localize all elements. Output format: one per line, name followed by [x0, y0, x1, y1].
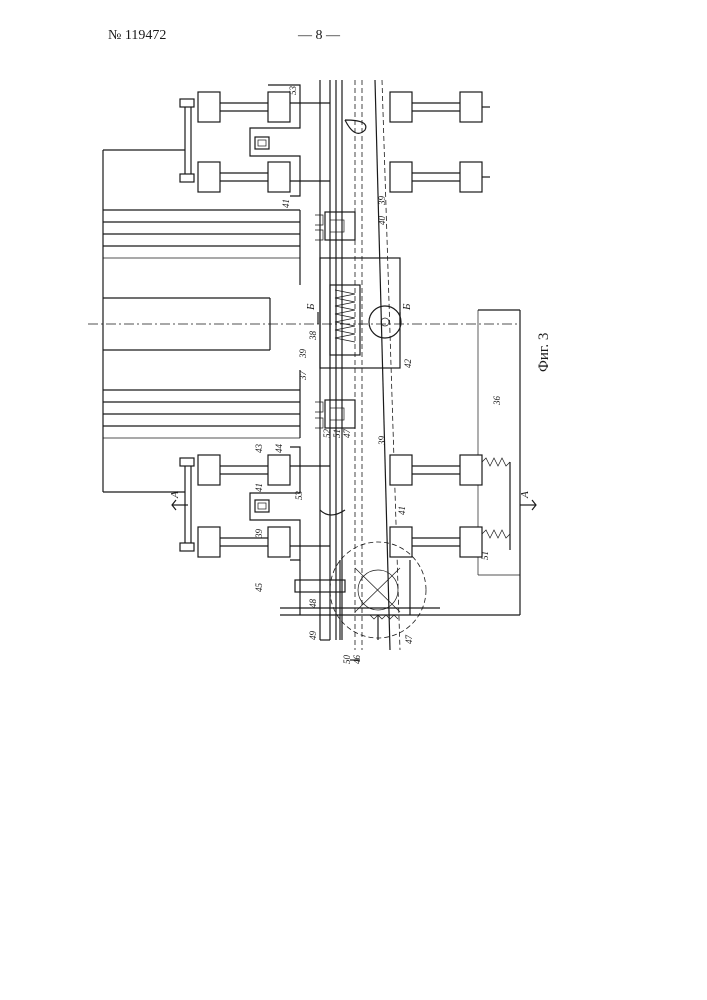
label-51-mid: 51	[332, 429, 342, 438]
label-47-mid: 47	[342, 429, 352, 439]
label-53-top: 53	[288, 86, 298, 96]
label-39-mid: 39	[298, 349, 308, 360]
label-49: 49	[308, 631, 318, 641]
label-41-top: 41	[281, 199, 291, 208]
guide-rails	[320, 80, 400, 650]
figure-caption: Фиг. 3	[536, 333, 552, 372]
top-bracket-assembly	[180, 85, 330, 196]
label-53-bottom: 53	[294, 491, 304, 501]
label-39-top: 39	[377, 196, 387, 207]
label-39-bottom: 39	[254, 529, 264, 540]
section-mark-b-right: Б	[401, 303, 413, 311]
spring-mechanism	[315, 120, 401, 515]
label-52: 52	[322, 429, 332, 439]
label-36: 36	[492, 396, 502, 407]
section-mark-a-top: A	[169, 491, 181, 499]
label-46: 46	[352, 655, 362, 665]
section-mark-a-bottom: A	[519, 491, 531, 499]
label-43: 43	[254, 444, 264, 454]
label-45: 45	[254, 583, 264, 593]
section-line	[88, 312, 520, 324]
label-41-bottom: 41	[397, 506, 407, 515]
label-38: 38	[308, 331, 318, 342]
section-mark-b-left: Б	[305, 303, 317, 311]
label-41-mid: 41	[254, 483, 264, 492]
label-44: 44	[274, 444, 284, 454]
label-51-bottom: 51	[480, 551, 490, 560]
label-40: 40	[377, 216, 387, 226]
section-arrows	[172, 500, 536, 510]
label-50: 50	[342, 655, 352, 665]
label-42: 42	[403, 359, 413, 369]
label-47-bottom: 47	[404, 635, 414, 645]
frame-lines	[103, 150, 520, 615]
right-bracket-rows	[390, 92, 510, 557]
label-48: 48	[308, 599, 318, 609]
label-39-lower: 39	[377, 436, 387, 447]
label-37: 37	[298, 371, 308, 382]
bottom-bracket-assembly	[180, 447, 330, 560]
